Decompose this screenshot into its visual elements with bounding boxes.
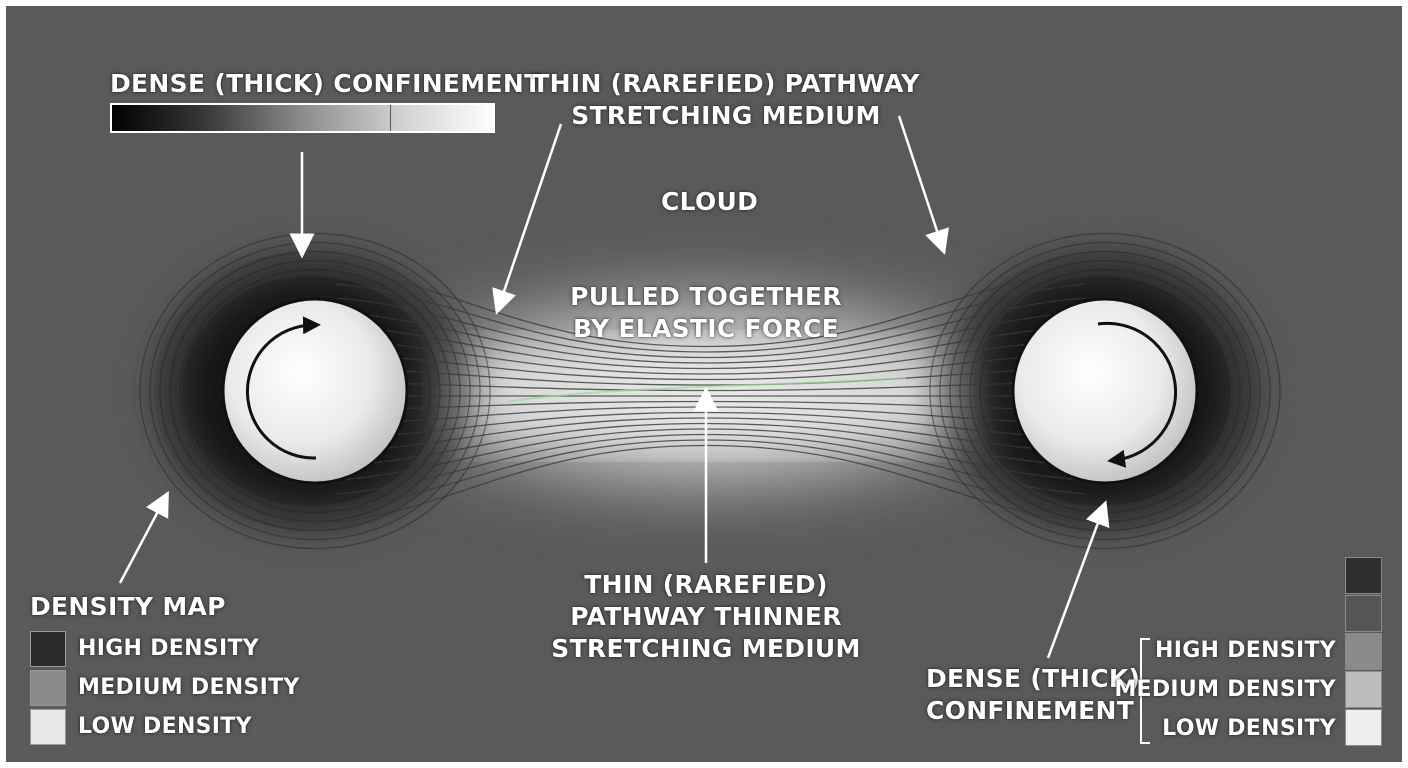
rotation-arrow-clockwise-icon [1097,321,1178,468]
gradient-tick [238,105,239,131]
label-dense-confinement-bottom: DENSE (THICK) CONFINEMENT [926,663,1141,727]
arrow-to-right-confinement-top [897,115,949,255]
streamline [335,367,1087,386]
label-line: STRETCHING MEDIUM [571,101,881,130]
diagram-frame: DENSE (THICK) CONFINEMENT THIN (RAREFIED… [6,6,1402,762]
swirl-line [949,250,1261,532]
arrow-to-thin-pathway-left [492,123,563,315]
swirl-line [179,268,451,514]
swirl-line [939,241,1271,541]
streamline [335,269,1087,348]
pointer-arrows [118,115,1110,659]
swirl-line [139,232,491,550]
swirl-line [929,232,1281,550]
scale-cell-3 [1345,633,1382,670]
legend-bracket [1140,638,1150,744]
rotation-arrow-clockwise-icon [245,316,321,460]
swirl-line [159,250,471,532]
legend-right-label-low: LOW DENSITY [1162,716,1336,741]
label-line: DENSE (THICK) [926,664,1141,693]
streamline [335,339,1087,375]
swirl-line [169,259,461,523]
label-line: PATHWAY THINNER [570,602,842,631]
label-line: THIN (RAREFIED) PATHWAY [532,69,920,98]
label-thin-pathway-top: THIN (RAREFIED) PATHWAY STRETCHING MEDIU… [526,68,926,132]
label-pulled-together: PULLED TOGETHER BY ELASTIC FORCE [556,281,856,345]
density-diagram [118,115,1291,659]
streamlines [139,232,1281,550]
swirl-line [999,295,1211,487]
label-thin-pathway-bottom: THIN (RAREFIED) PATHWAY THINNER STRETCHI… [536,569,876,665]
streamline [335,283,1087,353]
swirl-line [989,286,1221,496]
label-dense-confinement-top: DENSE (THICK) CONFINEMENT [110,69,542,98]
legend-swatch-low [30,709,66,745]
gradient-tick [390,105,391,131]
legend-swatch-high [30,631,66,667]
scale-cell-2 [1345,595,1382,632]
swirl-line [199,286,431,496]
label-line: PULLED TOGETHER [570,282,842,311]
arrow-to-right-halo [1046,500,1110,659]
streamline [335,353,1087,381]
label-line: THIN (RAREFIED) [584,570,828,599]
scale-cell-5 [1345,709,1382,746]
legend-label-high: HIGH DENSITY [78,636,259,661]
streamline [335,311,1087,364]
streamline [335,297,1087,359]
density-gradient-bar [110,103,495,133]
legend-right-label-high: HIGH DENSITY [1155,638,1336,663]
scale-cell-1 [1345,557,1382,594]
streamline [335,325,1087,370]
label-line: STRETCHING MEDIUM [551,634,861,663]
label-line: CONFINEMENT [926,696,1135,725]
label-cloud: CLOUD [661,187,759,216]
swirl-line [209,295,421,487]
swirl-line [189,277,441,505]
legend-title: DENSITY MAP [30,592,226,621]
scale-cell-4 [1345,671,1382,708]
label-line: BY ELASTIC FORCE [572,314,840,343]
arrow-to-left-halo [118,490,169,584]
legend-swatch-medium [30,670,66,706]
left-sphere [221,297,409,485]
swirl-line [149,241,481,541]
right-sphere [1011,297,1199,485]
legend-label-medium: MEDIUM DENSITY [78,675,300,700]
legend-label-low: LOW DENSITY [78,714,252,739]
legend-right-label-medium: MEDIUM DENSITY [1114,677,1336,702]
